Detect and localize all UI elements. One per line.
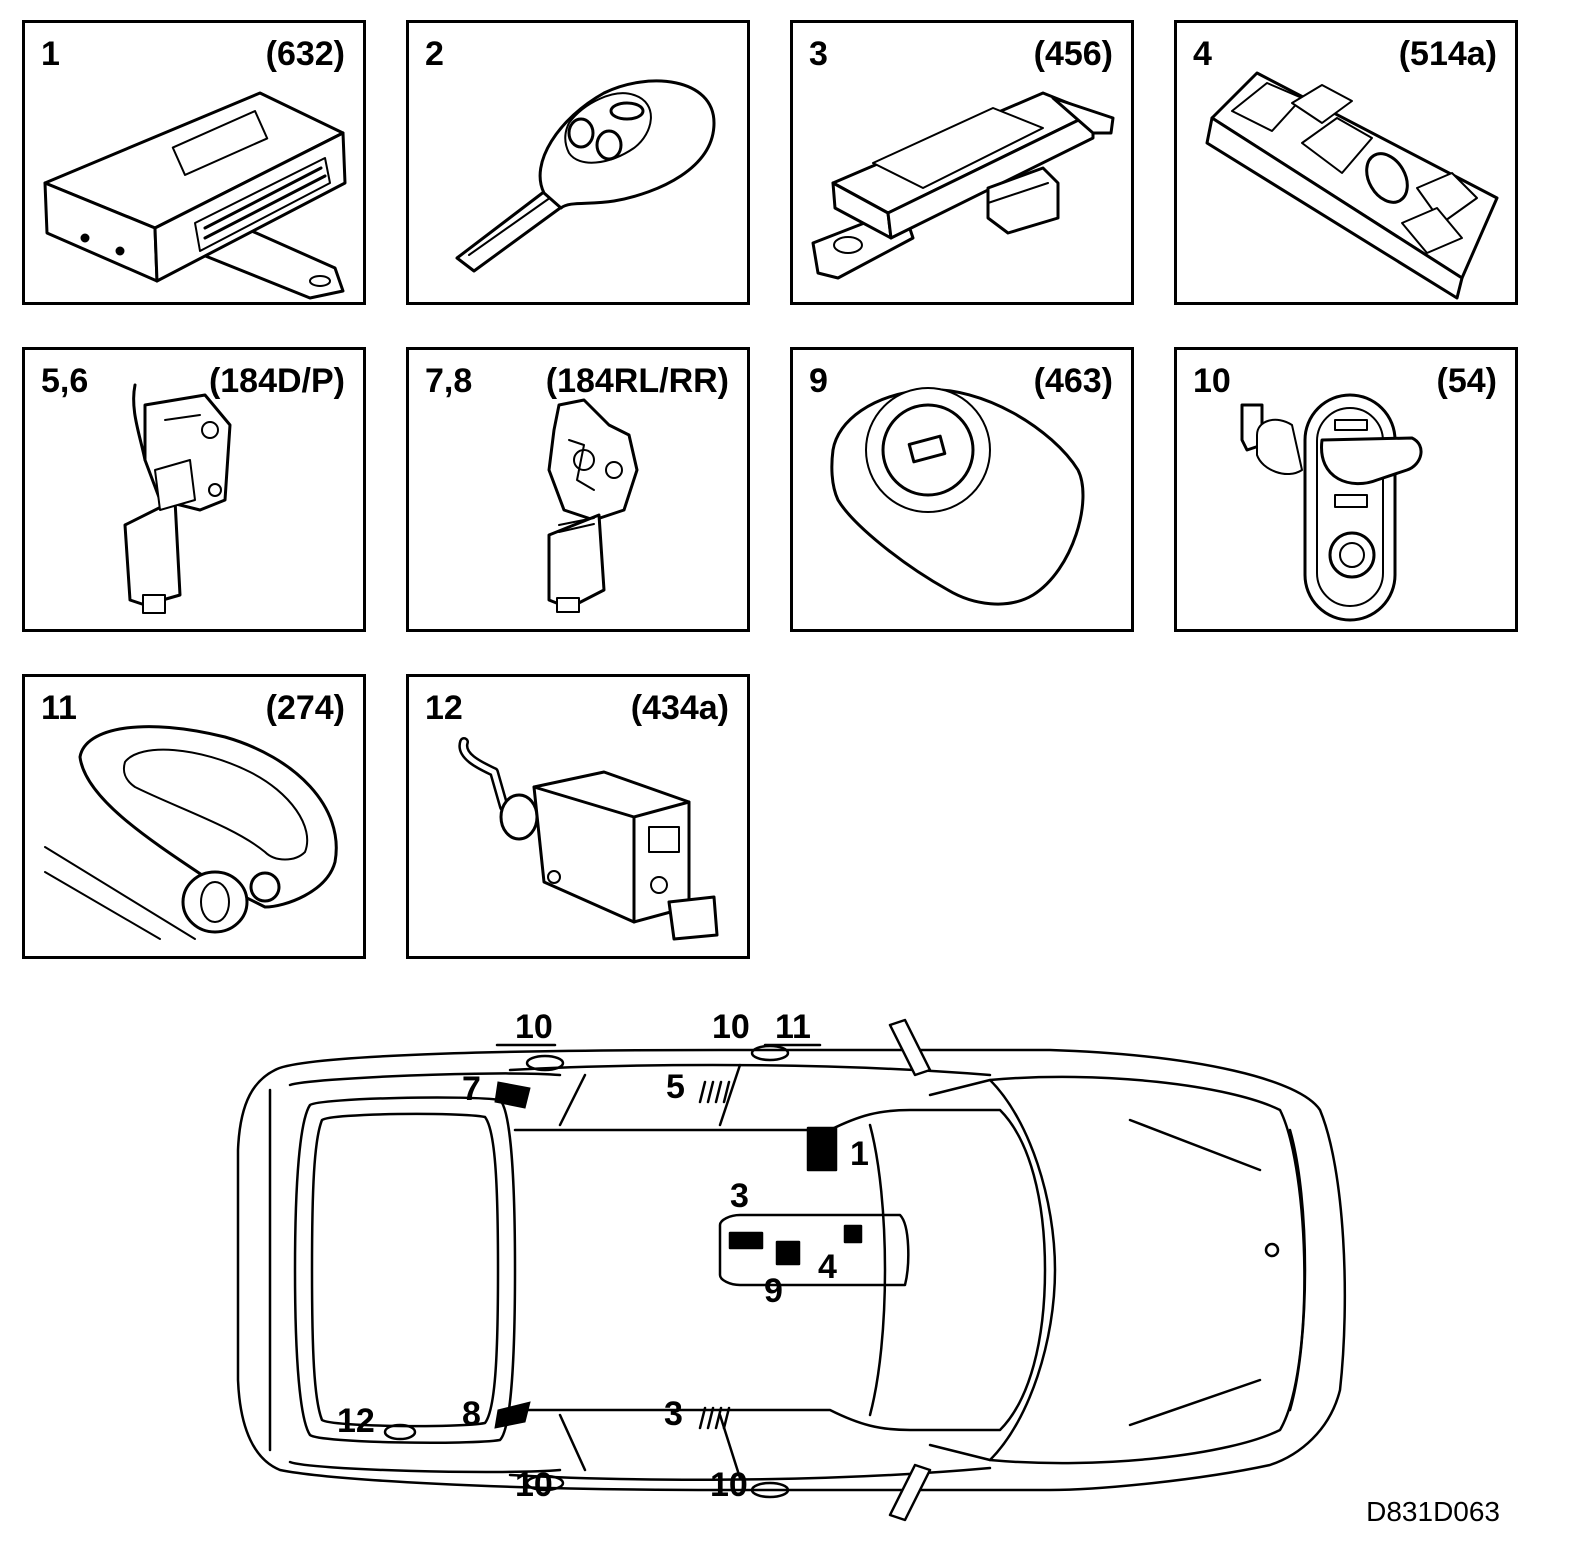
car-label-8: 8 [462, 1395, 481, 1433]
marker-9 [775, 1240, 801, 1266]
component-panel-10: 12 (434a) [406, 674, 750, 959]
marker-1 [806, 1126, 838, 1172]
front-door-lock-motor-icon [123, 383, 232, 614]
component-code: (514a) [1398, 35, 1497, 73]
component-code: (184RL/RR) [545, 362, 729, 400]
component-panel-9: 11 (274) [22, 674, 366, 959]
ignition-switch-icon [830, 387, 1085, 606]
car-label-1: 1 [850, 1135, 869, 1173]
car-label-3: 3 [730, 1177, 749, 1215]
component-number: 11 [41, 689, 77, 727]
car-label-11: 11 [775, 1008, 811, 1046]
door-switch-icon [1240, 393, 1423, 622]
car-label-3: 3 [664, 1395, 683, 1433]
car-label-10: 10 [710, 1466, 748, 1504]
component-number: 12 [425, 689, 463, 727]
component-code: (463) [1033, 362, 1113, 400]
component-number: 1 [41, 35, 60, 73]
component-number: 10 [1193, 362, 1231, 400]
component-code: (184D/P) [208, 362, 345, 400]
antenna-module-icon [811, 91, 1115, 280]
car-label-5: 5 [666, 1068, 685, 1106]
component-panel-8: 10 (54) [1174, 347, 1518, 632]
window-switch-panel-icon [1205, 71, 1499, 300]
component-code: (54) [1436, 362, 1497, 400]
component-code: (434a) [630, 689, 729, 727]
component-number: 4 [1193, 35, 1212, 73]
component-panel-7: 9 (463) [790, 347, 1134, 632]
component-panel-2: 2 [406, 20, 750, 305]
marker-3 [728, 1231, 764, 1250]
rear-door-lock-motor-icon [547, 398, 639, 613]
car-label-9: 9 [764, 1272, 783, 1310]
component-number: 3 [809, 35, 828, 73]
component-panel-6: 7,8 (184RL/RR) [406, 347, 750, 632]
component-panel-3: 3 (456) [790, 20, 1134, 305]
component-number: 2 [425, 35, 444, 73]
car-label-4: 4 [818, 1248, 837, 1286]
component-panel-5: 5,6 (184D/P) [22, 347, 366, 632]
tank-flap-actuator-icon [458, 737, 719, 941]
remote-key-icon [455, 79, 716, 273]
car-label-12: 12 [337, 1402, 375, 1440]
component-number: 5,6 [41, 362, 89, 400]
component-number: 9 [809, 362, 828, 400]
door-handle-lock-icon [44, 725, 338, 940]
car-label-10: 10 [515, 1008, 553, 1046]
component-panel-4: 4 (514a) [1174, 20, 1518, 305]
car-top-view-diagram: 10 10 11 7 5 1 3 4 9 12 8 3 10 10 [236, 1008, 1347, 1522]
control-module-icon [43, 91, 347, 300]
marker-4 [843, 1224, 863, 1244]
component-code: (456) [1033, 35, 1113, 73]
car-label-10: 10 [712, 1008, 750, 1046]
car-label-7: 7 [462, 1070, 481, 1108]
figure-reference: D831D063 [1366, 1496, 1500, 1527]
car-label-10: 10 [515, 1466, 553, 1504]
component-code: (274) [265, 689, 345, 727]
component-number: 7,8 [425, 362, 473, 400]
component-panel-1: 1 (632) [22, 20, 366, 305]
component-code: (632) [265, 35, 345, 73]
